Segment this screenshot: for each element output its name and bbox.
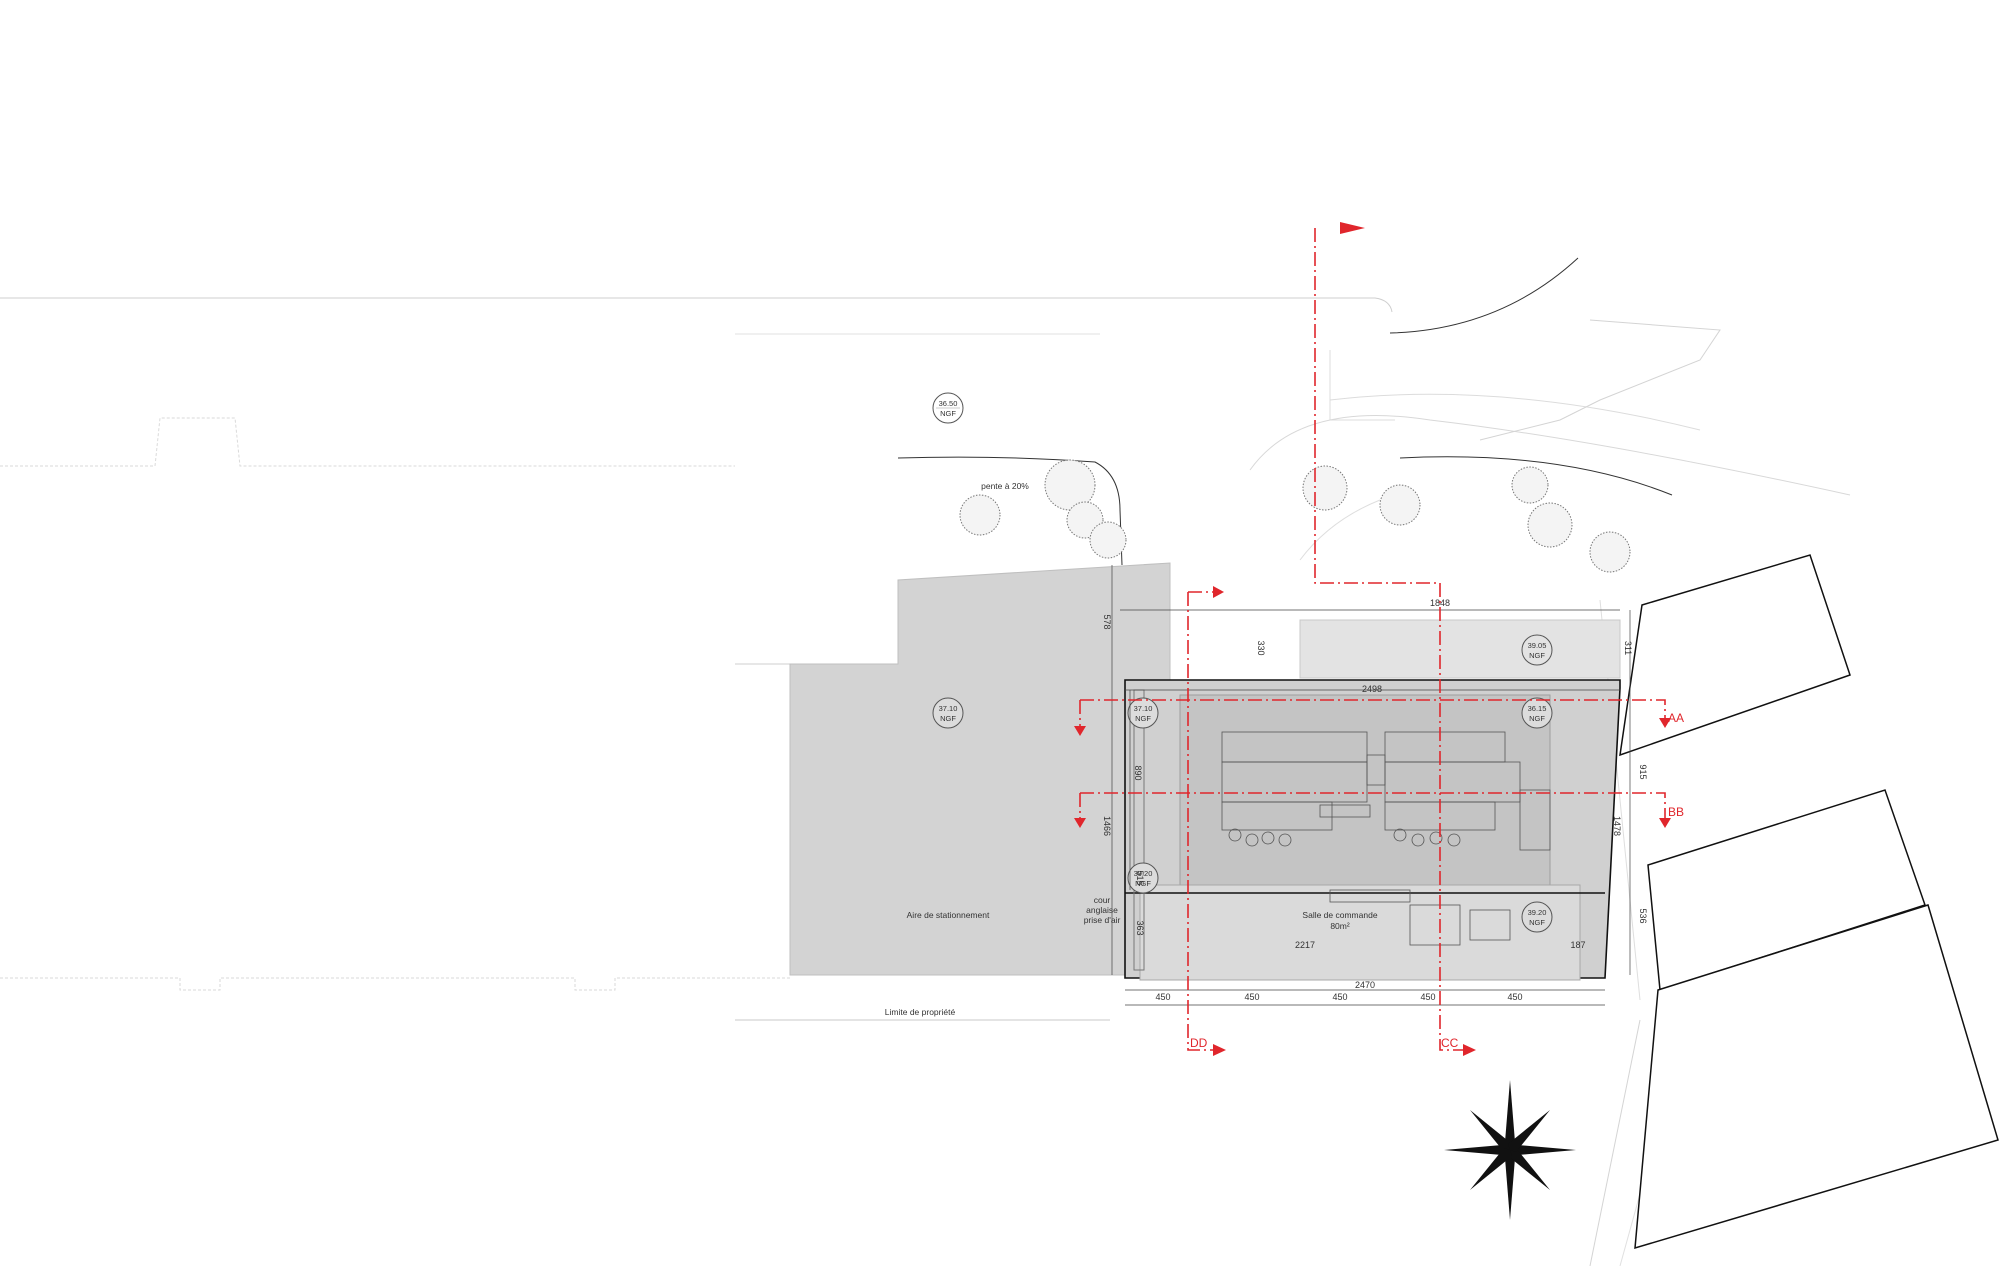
courtyard-label-2: anglaise (1086, 905, 1118, 915)
neighbour-parcels (1619, 554, 1999, 1250)
courtyard-label-3: prise d'air (1084, 915, 1121, 925)
section-label-dd: DD (1190, 1036, 1208, 1050)
level-markers: 36.50 NGF 37.10 NGF 37.10 NGF 39.05 NGF … (932, 392, 1553, 933)
dim-left-578: 578 (1102, 614, 1112, 629)
dim-seg-1: 450 (1155, 992, 1170, 1002)
level-unit: NGF (1135, 879, 1151, 888)
section-label-aa: AA (1668, 711, 1684, 725)
level-unit: NGF (1529, 918, 1545, 927)
level-value: 39.20 (1528, 908, 1547, 917)
dim-left-890: 890 (1133, 765, 1143, 780)
dim-top-2498: 2498 (1362, 684, 1382, 694)
dim-left-1466: 1466 (1102, 816, 1112, 836)
level-value: 39.20 (1134, 869, 1153, 878)
section-label-cc: CC (1441, 1036, 1459, 1050)
level-value: 37.10 (939, 704, 958, 713)
tree-icon (959, 459, 1631, 573)
slope-label: pente à 20% (981, 481, 1029, 491)
dimension-lines (1111, 565, 1631, 1006)
dim-seg-2: 450 (1244, 992, 1259, 1002)
dim-inner-187: 187 (1570, 940, 1585, 950)
dim-right-311: 311 (1623, 641, 1633, 655)
level-unit: NGF (1529, 714, 1545, 723)
section-labels: AA BB CC DD (1190, 711, 1684, 1050)
context-lines (0, 297, 1851, 1266)
dim-courtyard-330: 330 (1256, 640, 1266, 655)
level-value: 39.05 (1528, 641, 1547, 650)
dim-left-515: 515 (1135, 870, 1145, 885)
dim-seg-5: 450 (1507, 992, 1522, 1002)
dim-seg-3: 450 (1332, 992, 1347, 1002)
level-unit: NGF (940, 714, 956, 723)
dim-right-915: 915 (1638, 764, 1648, 779)
dim-seg-4: 450 (1420, 992, 1435, 1002)
control-room-label: Salle de commande (1302, 910, 1377, 920)
building (1124, 679, 1621, 981)
level-unit: NGF (1529, 651, 1545, 660)
level-unit: NGF (940, 409, 956, 418)
section-lines (1079, 228, 1666, 1051)
dim-inner-2217: 2217 (1295, 940, 1315, 950)
section-arrows (1074, 222, 1671, 1056)
north-courtyard (1299, 619, 1621, 679)
property-limit-label: Limite de propriété (885, 1007, 956, 1017)
courtyard-label-1: cour (1094, 895, 1111, 905)
section-label-bb: BB (1668, 805, 1684, 819)
equipment (1221, 731, 1551, 946)
dim-bottom-2470: 2470 (1355, 980, 1375, 990)
compass-rose-icon (1444, 1080, 1576, 1220)
dim-left-363: 363 (1135, 920, 1145, 935)
control-room-area: 80m² (1330, 921, 1350, 931)
level-value: 36.15 (1528, 704, 1547, 713)
dim-right-536: 536 (1638, 908, 1648, 923)
level-value: 37.10 (1134, 704, 1153, 713)
level-value: 36.50 (939, 399, 958, 408)
parking-label: Aire de stationnement (907, 910, 990, 920)
dim-right-1478: 1478 (1612, 816, 1622, 836)
area-labels: pente à 20% Aire de stationnement Limite… (885, 481, 1378, 1017)
level-unit: NGF (1135, 714, 1151, 723)
